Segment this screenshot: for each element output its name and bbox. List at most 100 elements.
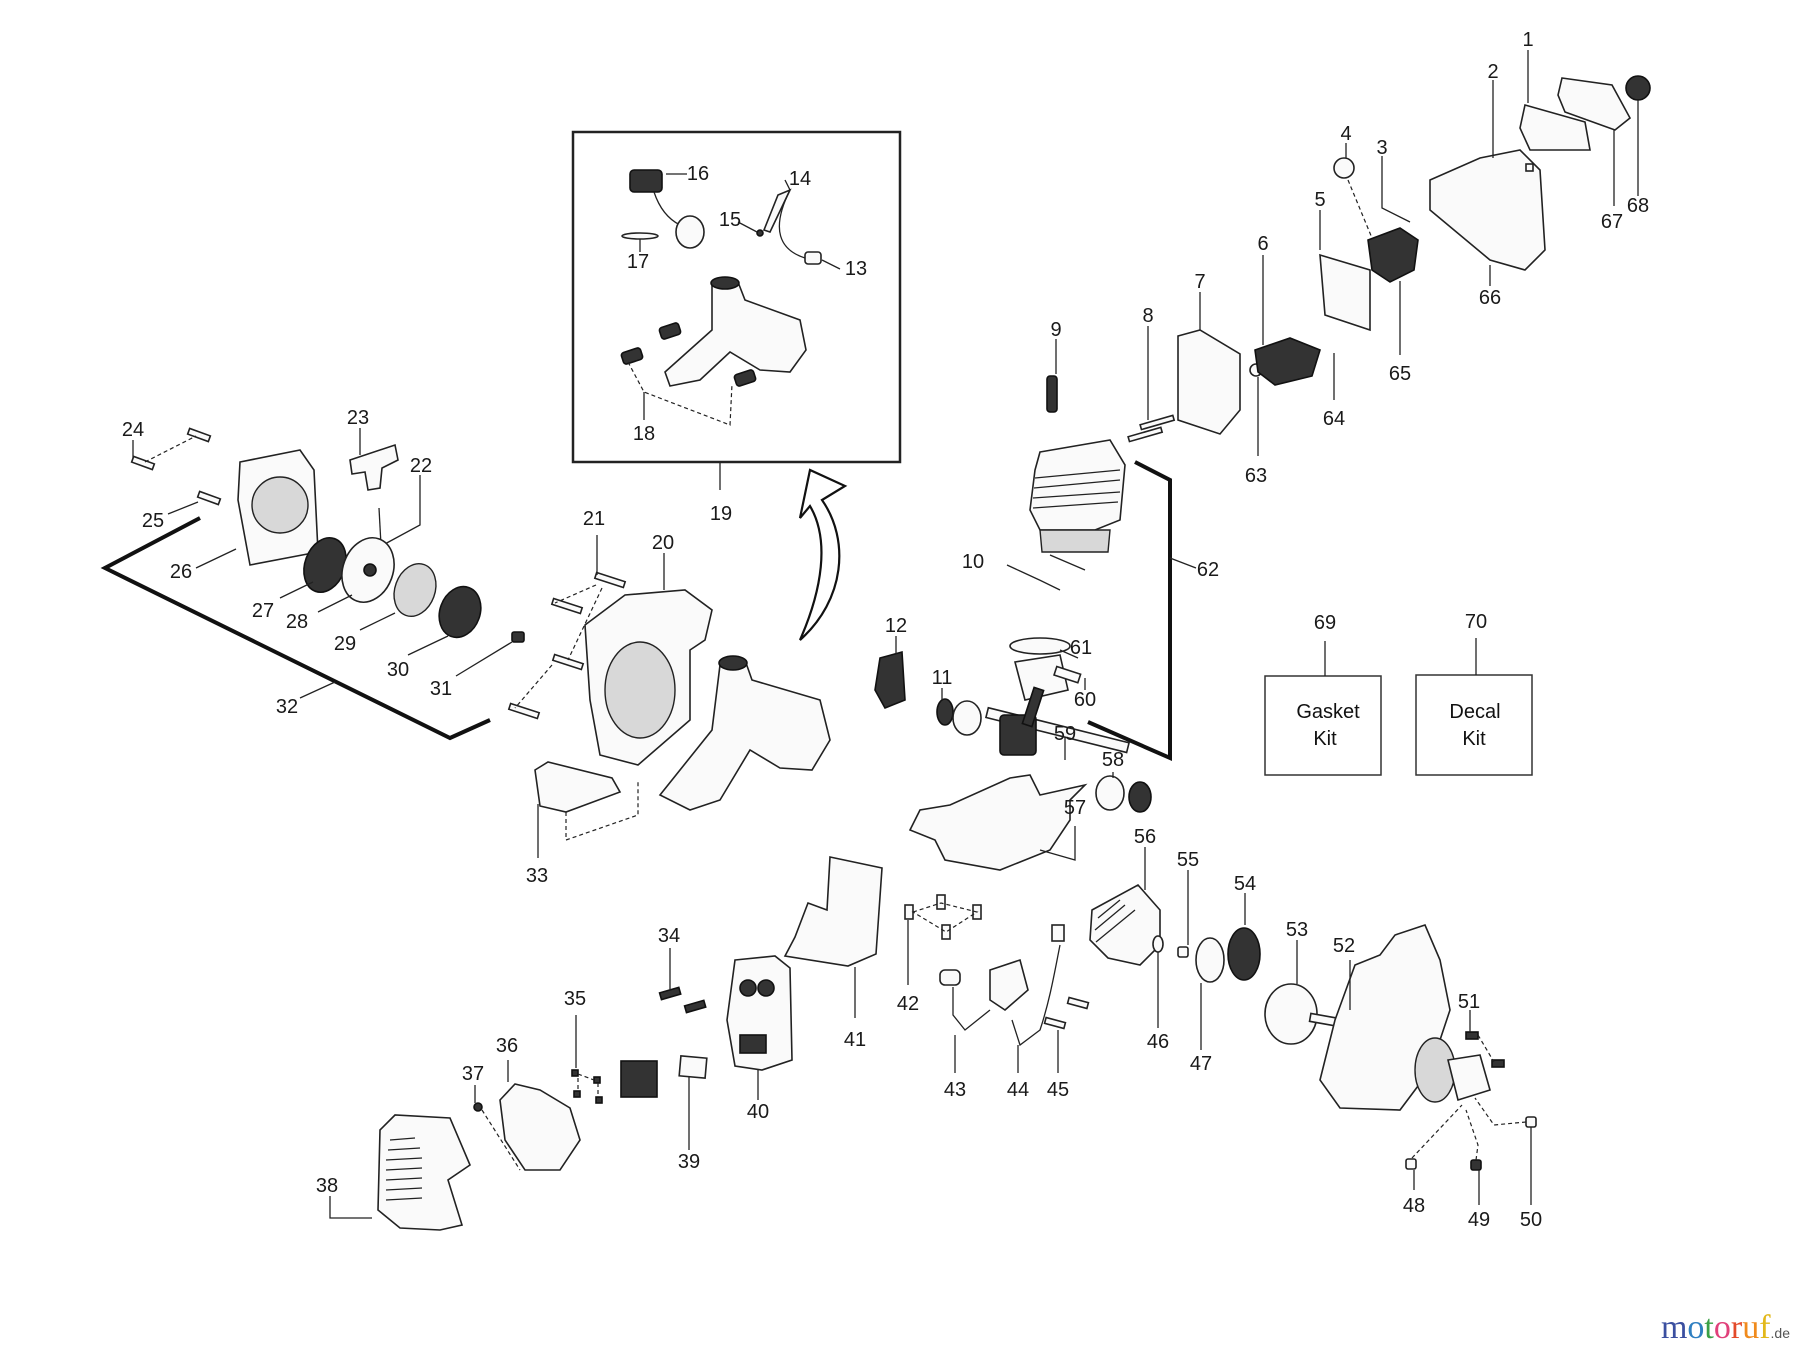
spark-plug-part: [1046, 375, 1058, 413]
fuel-filter-part: [675, 215, 705, 249]
air-filter-cover-part: [1557, 77, 1632, 131]
bolt-part: [658, 986, 682, 1001]
bolt-part: [507, 702, 541, 720]
carburetor-part: [1367, 227, 1419, 283]
bolt-part: [550, 597, 584, 615]
cylinder-part: [1029, 439, 1126, 531]
part-label-51: 51: [1458, 991, 1480, 1013]
washer-part: [1152, 935, 1164, 953]
tank-cap-part: [718, 655, 748, 671]
bolt-part: [130, 455, 156, 471]
watermark-letter: t: [1704, 1309, 1714, 1346]
curved-arrow-icon: [798, 468, 848, 641]
watermark-letter: u: [1742, 1309, 1760, 1346]
decal-kit[interactable]: Decal Kit: [1415, 638, 1533, 776]
part-label-35: 35: [564, 988, 586, 1010]
drive-assembly: [939, 847, 1537, 1205]
housing-hub-part: [251, 476, 309, 534]
part-label-3: 3: [1376, 137, 1387, 159]
part-label-10: 10: [962, 551, 984, 573]
screw-part: [593, 1076, 601, 1084]
part-label-48: 48: [1403, 1195, 1425, 1217]
part-label-47: 47: [1190, 1053, 1212, 1075]
muffler-assembly: [329, 948, 793, 1231]
decal-kit-box[interactable]: [1415, 674, 1533, 776]
part-label-11: 11: [932, 667, 953, 689]
spacer-plate-part: [1177, 329, 1241, 435]
clutch-plate-part: [1195, 937, 1225, 983]
muffler-port-part: [757, 979, 775, 997]
deflector-part: [499, 1083, 581, 1171]
part-label-1: 1: [1522, 29, 1533, 51]
part-label-14: 14: [789, 168, 811, 190]
part-label-66: 66: [1479, 287, 1501, 309]
part-label-57: 57: [1064, 797, 1086, 819]
mount-part: [658, 322, 682, 340]
muffler-port-part: [739, 979, 757, 997]
tank-gasket-part: [621, 232, 659, 240]
grommet-part: [756, 229, 764, 237]
clutch-part: [1227, 927, 1261, 981]
part-label-30: 30: [387, 659, 409, 681]
screw-part: [936, 894, 946, 910]
part-label-9: 9: [1050, 319, 1061, 341]
bolt-part: [593, 571, 627, 589]
part-label-40: 40: [747, 1101, 769, 1123]
part-label-39: 39: [678, 1151, 700, 1173]
part-label-33: 33: [526, 865, 548, 887]
bolt-part: [186, 427, 212, 443]
watermark-letter: r: [1730, 1309, 1743, 1346]
decal-kit-line1: Decal: [1449, 701, 1500, 723]
part-label-55: 55: [1177, 849, 1199, 871]
gasket-kit-box[interactable]: [1264, 675, 1382, 776]
part-label-62: 62: [1197, 559, 1219, 581]
part-label-64: 64: [1323, 408, 1345, 430]
part-label-60: 60: [1074, 689, 1096, 711]
flywheel-part: [1089, 883, 1161, 966]
engine-assembly: [783, 50, 1651, 1018]
fuel-tank-inset: [571, 130, 902, 490]
part-label-50: 50: [1520, 1209, 1542, 1231]
crankcase-part: [908, 774, 1088, 871]
part-label-23: 23: [347, 407, 369, 429]
part-label-63: 63: [1245, 465, 1267, 487]
screw-part: [1465, 1031, 1479, 1040]
fuel-filter-13-part: [804, 251, 822, 265]
shaft-coupler-part: [1447, 1054, 1491, 1102]
part-label-32: 32: [276, 696, 298, 718]
part-label-37: 37: [462, 1063, 484, 1085]
part-label-38: 38: [316, 1175, 338, 1197]
part-label-7: 7: [1194, 271, 1205, 293]
screw-part: [573, 1090, 581, 1098]
screw-part: [904, 904, 914, 920]
part-label-5: 5: [1314, 189, 1325, 211]
part-label-52: 52: [1333, 935, 1355, 957]
part-label-22: 22: [410, 455, 432, 477]
part-label-45: 45: [1047, 1079, 1069, 1101]
fan-housing-assembly: [507, 535, 831, 858]
muffler-bolt-part: [1139, 414, 1176, 431]
piston-part: [1014, 654, 1069, 701]
bolt-part: [683, 999, 707, 1014]
seal-part: [936, 698, 954, 726]
part-label-12: 12: [885, 615, 907, 637]
part-label-17: 17: [627, 251, 649, 273]
part-label-53: 53: [1286, 919, 1308, 941]
bearing-part: [1095, 775, 1125, 811]
nut-part: [1525, 163, 1534, 172]
part-label-54: 54: [1234, 873, 1256, 895]
part-label-67: 67: [1601, 211, 1623, 233]
gasket-kit-line2: Kit: [1313, 728, 1337, 750]
part-label-31: 31: [430, 678, 452, 700]
spacer-part: [1177, 946, 1189, 958]
nut-part: [1470, 1159, 1482, 1171]
screw-part: [1066, 996, 1090, 1010]
part-label-2: 2: [1487, 61, 1498, 83]
part-label-34: 34: [658, 925, 680, 947]
muffler-gasket-part: [678, 1055, 708, 1079]
watermark-tld: .de: [1770, 1325, 1790, 1341]
mount-part: [620, 347, 644, 365]
gasket-kit[interactable]: Gasket Kit: [1264, 641, 1382, 776]
part-number-labels: 1234567891011121314151617181920212223242…: [122, 29, 1649, 1231]
